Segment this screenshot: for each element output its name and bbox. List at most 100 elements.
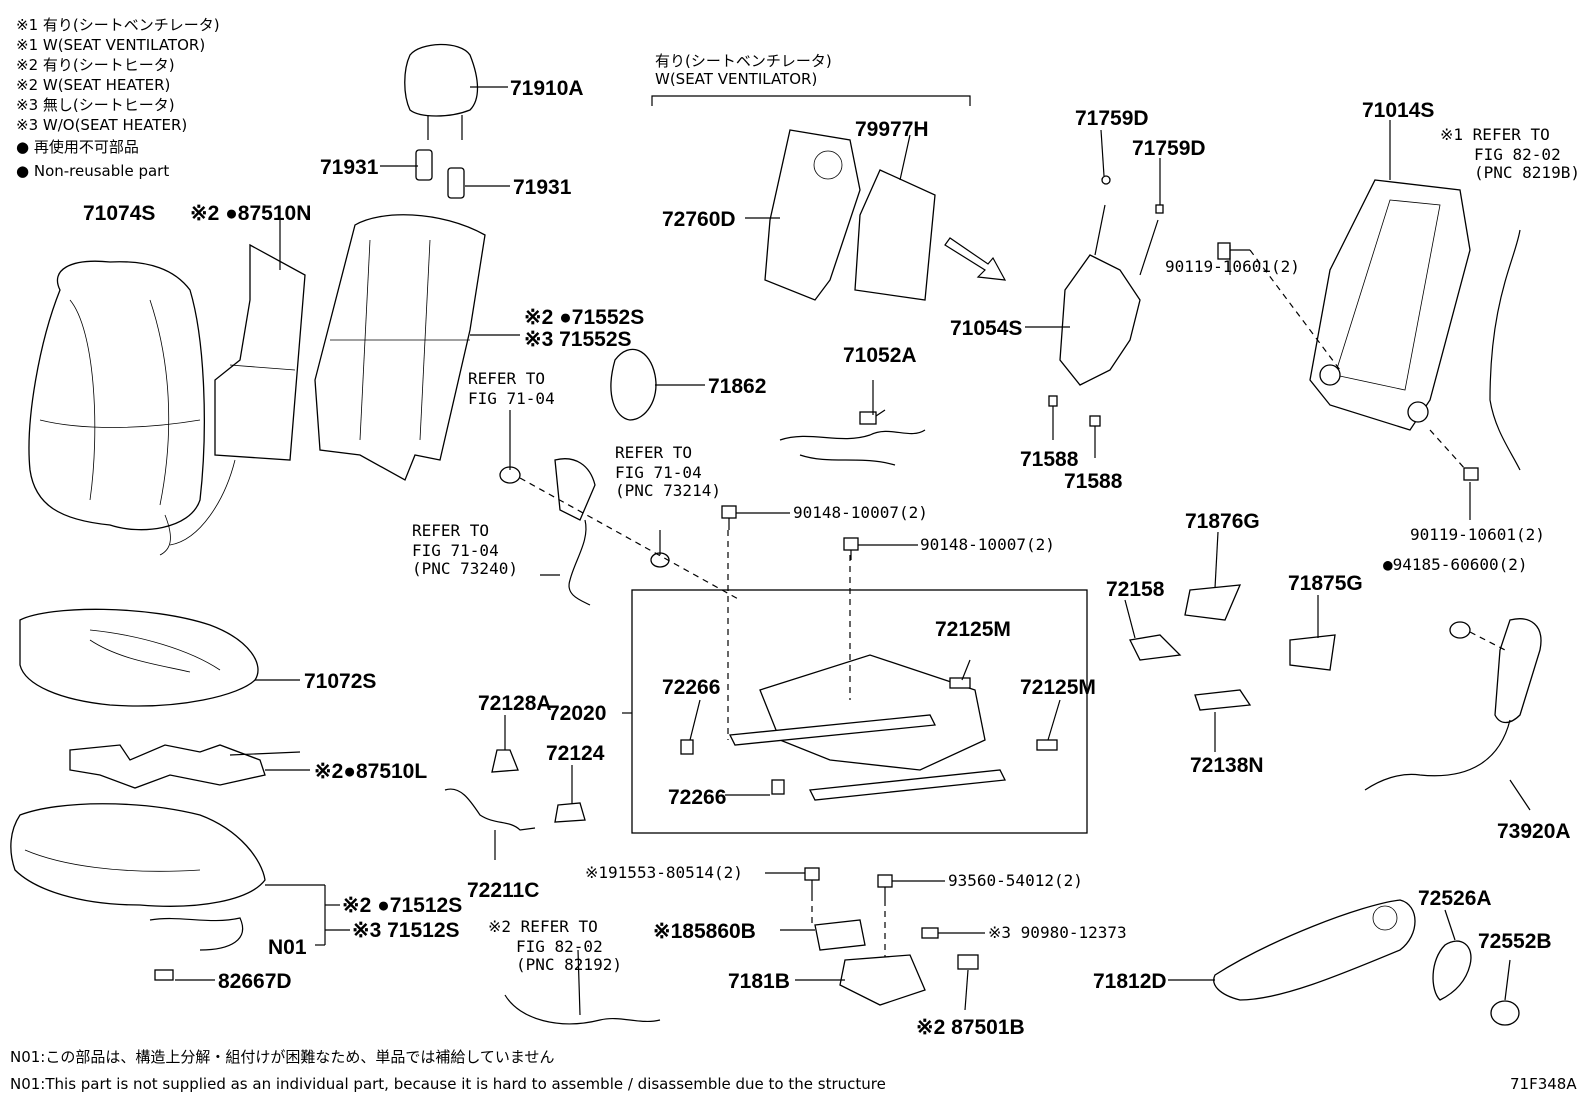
- bracket-illustration: [1194, 689, 1252, 711]
- seat-heater-back-illustration: [169, 243, 306, 546]
- footer-notes: N01:この部品は、構造上分解・組付けが困難なため、単品では補給していません N…: [10, 1048, 1577, 1093]
- part-label: 73920A: [1497, 820, 1571, 843]
- legend-line: ※1 有り(シートベンチレータ): [16, 16, 220, 34]
- part-label: 79977H: [855, 118, 929, 141]
- legend-line: ※3 無し(シートヒータ): [16, 96, 175, 114]
- lumbar-support-illustration: [1048, 175, 1164, 427]
- part-label: 72125M: [1020, 676, 1096, 699]
- ref-line: (PNC 73240): [412, 559, 518, 578]
- ref-line: ※2 REFER TO: [488, 917, 598, 936]
- part-label: 71931: [320, 156, 379, 179]
- ref-line: FIG 82-02: [1474, 145, 1561, 164]
- ref-line: (PNC 82192): [516, 955, 622, 974]
- part-label: 71931: [513, 176, 572, 199]
- part-label: 72124: [546, 742, 605, 765]
- seat-heater-cushion-illustration: [69, 744, 301, 789]
- group-label: W(SEAT VENTILATOR): [655, 70, 817, 88]
- part-label: 71074S: [83, 202, 155, 225]
- part-label: 72138N: [1190, 754, 1264, 777]
- bracket-wire-illustration: [444, 788, 536, 831]
- ref-line: (PNC 8219B): [1474, 163, 1580, 182]
- seat-track-box: [631, 589, 1088, 834]
- part-label: 72125M: [935, 618, 1011, 641]
- part-label: 71052A: [843, 344, 917, 367]
- part-label: 93560-54012(2): [948, 871, 1083, 890]
- reference-notes: REFER TO FIG 71-04 REFER TO FIG 71-04 (P…: [412, 125, 1580, 974]
- bolt-icon: [1463, 467, 1479, 481]
- part-label: 90148-10007(2): [793, 503, 928, 522]
- bracket-illustration: [1289, 634, 1336, 671]
- bolt-icon: [843, 537, 859, 560]
- ref-line: FIG 71-04: [615, 463, 702, 482]
- part-label: ※3 71552S: [524, 328, 632, 351]
- part-label: 71014S: [1362, 99, 1434, 122]
- pad-piece-illustration: [610, 348, 657, 421]
- sensor-wire-illustration: [1489, 229, 1521, 471]
- bolt-icon: [804, 867, 820, 895]
- part-label: ※3 71512S: [352, 919, 460, 942]
- side-airbag-illustration: [1364, 618, 1542, 791]
- part-label: 71588: [1064, 470, 1123, 493]
- connector-icon: [957, 954, 979, 970]
- legend-line: ※2 有り(シートヒータ): [16, 56, 175, 74]
- part-label: ※2 87501B: [916, 1016, 1025, 1039]
- connector-icon: [154, 969, 174, 981]
- ref-line: ※1 REFER TO: [1440, 125, 1550, 144]
- bracket-illustration: [1184, 584, 1242, 621]
- ventilator-duct-illustration: [764, 129, 936, 301]
- part-label: 90119-10601(2): [1165, 257, 1300, 276]
- legend-line: ※1 W(SEAT VENTILATOR): [16, 36, 205, 54]
- leader-dash: [519, 477, 741, 601]
- leader-lines: [175, 86, 1531, 1016]
- bolt-icon: [877, 874, 893, 900]
- bolt-icon: [721, 505, 737, 530]
- part-label: 72128A: [478, 692, 552, 715]
- leader-dash: [1469, 631, 1506, 651]
- part-label: ●94185-60600(2): [1383, 555, 1528, 574]
- group-label: 有り(シートベンチレータ): [655, 52, 832, 70]
- ref-line: REFER TO: [615, 443, 692, 462]
- bracket-illustration: [1129, 634, 1182, 661]
- leader-dash: [1429, 429, 1467, 471]
- part-label: 72158: [1106, 578, 1165, 601]
- side-shield-illustration: [1213, 899, 1416, 1001]
- part-label: 7181B: [728, 970, 790, 993]
- ref-line: (PNC 73214): [615, 481, 721, 500]
- part-label: 71862: [708, 375, 766, 398]
- part-label: 72552B: [1478, 930, 1552, 953]
- part-label: ※2●87510L: [314, 760, 427, 783]
- part-label: ※191553-80514(2): [585, 863, 743, 882]
- ventilator-group-bracket: 有り(シートベンチレータ) W(SEAT VENTILATOR): [651, 52, 971, 106]
- part-label: 90148-10007(2): [920, 535, 1055, 554]
- part-label: ※185860B: [653, 920, 756, 943]
- part-label: ※3 90980-12373: [988, 923, 1127, 942]
- legend-line: ※3 W/O(SEAT HEATER): [16, 116, 187, 134]
- leader-dash: [1249, 249, 1341, 371]
- wire-illustration: [504, 994, 661, 1025]
- part-label: N01: [268, 936, 307, 959]
- part-label: 72020: [548, 702, 606, 725]
- seat-cushion-pad-illustration: [10, 803, 266, 907]
- ref-line: FIG 71-04: [468, 389, 555, 408]
- bracket-illustration: [839, 954, 926, 1006]
- ref-line: REFER TO: [412, 521, 489, 540]
- ref-line: FIG 71-04: [412, 541, 499, 560]
- seatback-pad-illustration: [314, 214, 486, 481]
- ref-line: FIG 82-02: [516, 937, 603, 956]
- legend-line: ● 再使用不可部品: [16, 138, 139, 156]
- clip-illustration: [554, 802, 586, 823]
- part-label: 72266: [668, 786, 726, 809]
- part-label: 90119-10601(2): [1410, 525, 1545, 544]
- seat-cushion-cover-illustration: [19, 608, 259, 707]
- footer-note: N01:This part is not supplied as an indi…: [10, 1075, 886, 1093]
- part-label: 71072S: [304, 670, 376, 693]
- part-label: 72526A: [1418, 887, 1492, 910]
- part-label: ※2 ●71552S: [524, 306, 644, 329]
- seatback-cover-illustration: [28, 260, 205, 556]
- legend: ※1 有り(シートベンチレータ) ※1 W(SEAT VENTILATOR) ※…: [16, 16, 220, 180]
- part-labels: 71910A 71931 71931 71074S ※2 ●87510N ※2 …: [83, 77, 1571, 1039]
- part-label: 71812D: [1093, 970, 1167, 993]
- part-label: 82667D: [218, 970, 292, 993]
- figure-code: 71F348A: [1510, 1075, 1577, 1093]
- switch-illustration: [814, 919, 866, 951]
